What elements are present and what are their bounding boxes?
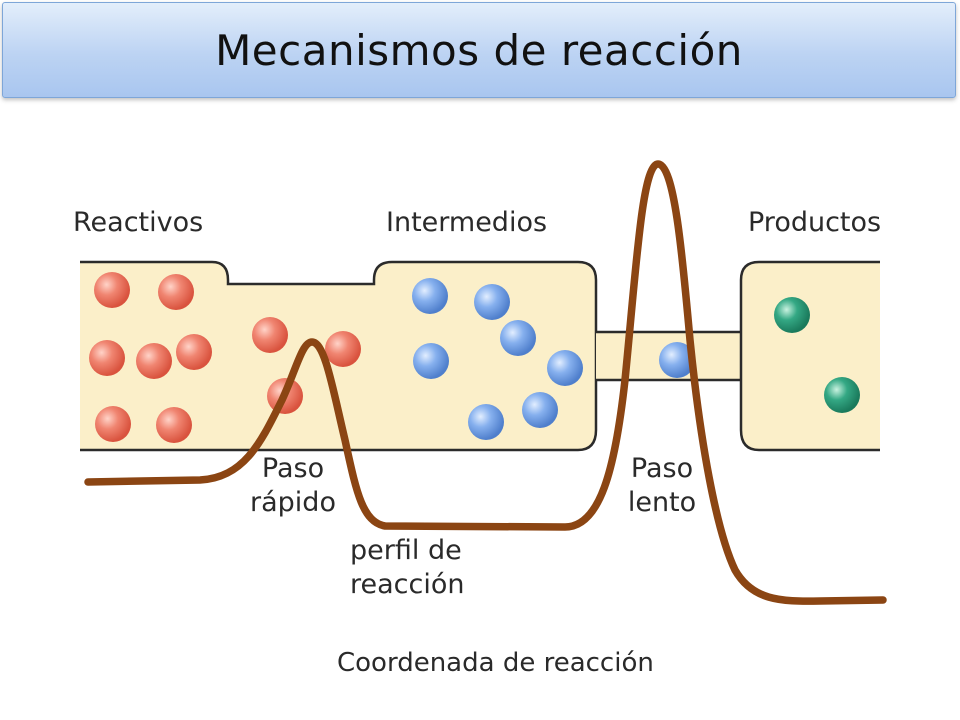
intermediate-sphere [500,320,536,356]
label-products: Productos [748,207,882,238]
label-slow-step-line2: lento [627,487,697,518]
label-slow-step: Paso lento [612,452,712,520]
intermediate-spheres [412,278,695,440]
intermediate-sphere [413,343,449,379]
label-reaction-coordinate: Coordenada de reacción [337,648,654,678]
label-slow-step-line1: Paso [630,453,694,484]
label-fast-step: Paso rápido [236,452,350,520]
label-fast-step-line1: Paso [261,453,325,484]
reactant-sphere [158,274,194,310]
reactant-sphere [94,272,130,308]
reactant-sphere [325,331,361,367]
label-reaction-profile-line2: reacción [350,569,465,600]
title-bar: Mecanismos de reacción [2,2,956,98]
label-fast-step-line2: rápido [250,487,336,518]
reactant-sphere [136,343,172,379]
reactant-sphere [89,340,125,376]
reactant-sphere [252,317,288,353]
page-title: Mecanismos de reacción [215,25,743,75]
intermediate-sphere [547,350,583,386]
product-sphere [824,377,860,413]
intermediate-sphere [412,278,448,314]
intermediate-sphere [522,392,558,428]
reactant-sphere [176,334,212,370]
reaction-mechanism-diagram: Reactivos Intermedios Productos Paso ráp… [0,100,960,720]
products-chamber [739,260,880,452]
reaction-profile-curve [84,160,887,605]
product-sphere [774,297,810,333]
intermediate-sphere [659,342,695,378]
product-spheres [774,297,860,413]
label-intermediates: Intermedios [386,207,548,238]
reactant-sphere [95,406,131,442]
intermediate-sphere [468,404,504,440]
label-reactants: Reactivos [73,207,204,238]
label-reaction-profile: perfil de reacción [350,534,465,602]
intermediate-sphere [474,284,510,320]
diagram-canvas [80,160,887,605]
label-reaction-profile-line1: perfil de [350,535,462,566]
reactant-sphere [156,407,192,443]
